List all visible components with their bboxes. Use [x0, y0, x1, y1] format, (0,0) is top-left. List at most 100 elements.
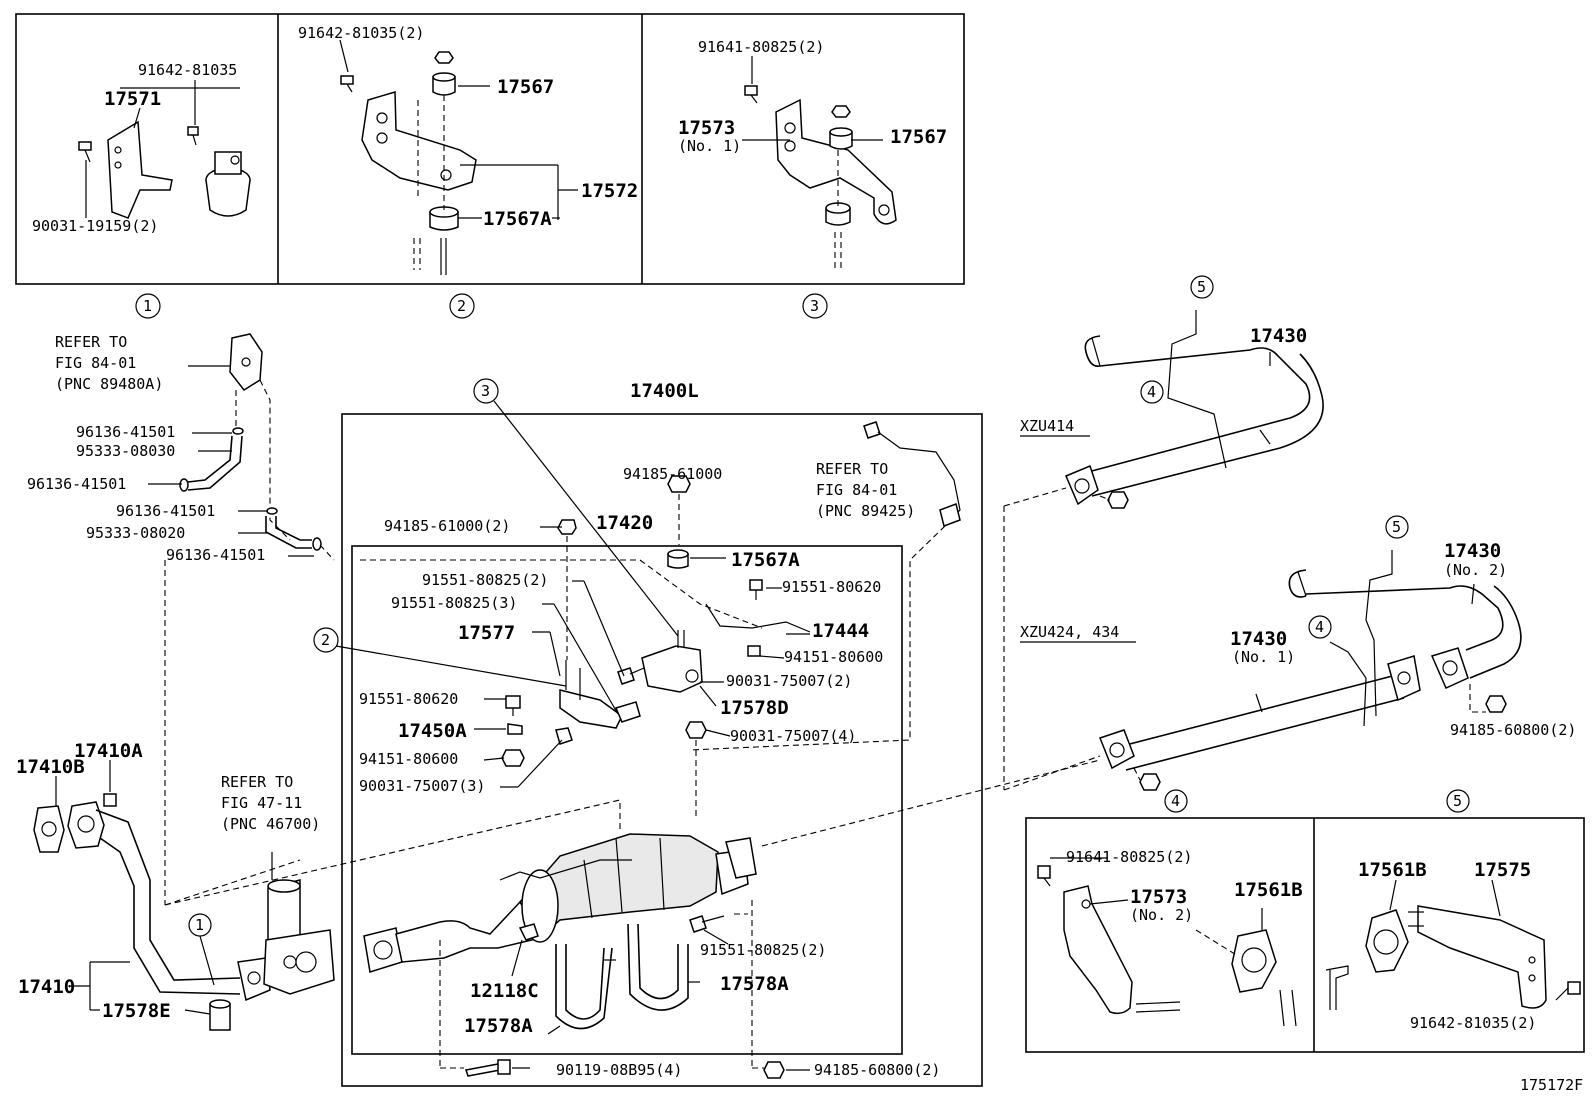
detail-2-parts [339, 39, 578, 275]
detail-3-parts [742, 56, 897, 272]
label-94185-60800-2a: 94185-60800(2) [814, 1061, 940, 1079]
detail-ref-4-b: 4 [1315, 618, 1324, 636]
label-12118C: 12118C [470, 980, 539, 1002]
label-94185-61000: 94185-61000 [623, 465, 722, 483]
label-17567A: 17567A [483, 208, 552, 230]
label-17572: 17572 [581, 180, 638, 202]
label-94185-60800-2b: 94185-60800(2) [1450, 721, 1576, 739]
label-17567: 17567 [497, 76, 554, 98]
label-17400L: 17400L [630, 380, 699, 402]
label-17578A-b: 17578A [464, 1015, 533, 1037]
detail-ref-5-bottom: 5 [1446, 789, 1470, 813]
front-pipe-17410: 1 [33, 760, 335, 1031]
label-17410A: 17410A [74, 740, 143, 762]
label-90031-75007-3: 90031-75007(3) [359, 777, 485, 795]
detail-ref-2: 2 [449, 293, 475, 319]
label-17571: 17571 [104, 88, 161, 110]
o2-sensor-lead [689, 421, 961, 751]
label-91641-80825-2b: 91641-80825(2) [1066, 848, 1192, 866]
label-17561B-a: 17561B [1234, 879, 1303, 901]
refer-fig-84-01-a-l2: FIG 84-01 [55, 354, 136, 372]
label-90031-75007-4: 90031-75007(4) [730, 727, 856, 745]
label-17573-no1: (No. 1) [678, 137, 741, 155]
center-bracket-parts: 3 2 [313, 378, 811, 820]
detail-panels-top [15, 13, 965, 285]
refer-fig-84-01-a-l3: (PNC 89480A) [55, 375, 163, 393]
label-94151-80600-b: 94151-80600 [359, 750, 458, 768]
detail-4-parts [1037, 857, 1297, 1027]
detail-panels-bottom [1025, 817, 1585, 1053]
label-17410B: 17410B [16, 756, 85, 778]
tail-pipe-xzu424: 5 4 [1003, 515, 1522, 791]
detail-ref-4-bottom: 4 [1164, 789, 1188, 813]
sensor-hose-assembly [148, 333, 335, 905]
refer-fig-84-01-b-l1: REFER TO [816, 460, 888, 478]
label-xzu424: XZU424, 434 [1020, 623, 1119, 641]
detail-ref-3: 3 [802, 293, 828, 319]
label-17450A: 17450A [398, 720, 467, 742]
detail-ref-3-center: 3 [481, 382, 490, 400]
label-xzu414: XZU414 [1020, 417, 1074, 435]
label-91551-80825-3: 91551-80825(3) [391, 594, 517, 612]
converter-assembly [164, 759, 1101, 1079]
label-17430-b: 17430 [1444, 540, 1501, 562]
label-91642-81035-2: 91642-81035(2) [298, 24, 424, 42]
label-17578D: 17578D [720, 697, 789, 719]
figure-id: 175172F [1520, 1076, 1583, 1094]
refer-fig-84-01-a-l1: REFER TO [55, 333, 127, 351]
label-96136-41501-a: 96136-41501 [76, 423, 175, 441]
label-91551-80620-b: 91551-80620 [359, 690, 458, 708]
label-17444: 17444 [812, 620, 869, 642]
label-17410: 17410 [18, 976, 75, 998]
label-94151-80600-a: 94151-80600 [784, 648, 883, 666]
label-17567A-b: 17567A [731, 549, 800, 571]
refer-fig-84-01-b-l2: FIG 84-01 [816, 481, 897, 499]
detail-ref-5-b: 5 [1392, 518, 1401, 536]
svg-text:3: 3 [810, 297, 819, 315]
label-17573-b: 17573 [1130, 886, 1187, 908]
refer-fig-47-11-l3: (PNC 46700) [221, 815, 320, 833]
label-91551-80825-2a: 91551-80825(2) [422, 571, 548, 589]
label-17575: 17575 [1474, 859, 1531, 881]
label-90119-08B95: 90119-08B95(4) [556, 1061, 682, 1079]
refer-fig-84-01-b-l3: (PNC 89425) [816, 502, 915, 520]
tail-pipe-xzu414: 5 4 [1003, 275, 1324, 790]
label-90031-19159: 90031-19159(2) [32, 217, 158, 235]
label-96136-41501-c: 96136-41501 [116, 502, 215, 520]
label-91641-80825-2: 91641-80825(2) [698, 38, 824, 56]
label-95333-08020: 95333-08020 [86, 524, 185, 542]
detail-ref-4-a: 4 [1147, 383, 1156, 401]
detail-ref-2-center: 2 [321, 631, 330, 649]
label-17578E: 17578E [102, 1000, 171, 1022]
label-17561B-b: 17561B [1358, 859, 1427, 881]
label-90031-75007-2: 90031-75007(2) [726, 672, 852, 690]
detail-5-parts [1325, 879, 1581, 1010]
detail-ref-5-a: 5 [1197, 278, 1206, 296]
detail-ref-1: 1 [135, 293, 161, 319]
label-17420: 17420 [596, 512, 653, 534]
label-94185-61000-2: 94185-61000(2) [384, 517, 510, 535]
label-91551-80620-a: 91551-80620 [782, 578, 881, 596]
svg-text:5: 5 [1453, 792, 1462, 810]
svg-text:2: 2 [457, 297, 466, 315]
svg-text:4: 4 [1171, 792, 1180, 810]
refer-fig-47-11-l2: FIG 47-11 [221, 794, 302, 812]
label-17573-no2: (No. 2) [1130, 906, 1193, 924]
label-17573: 17573 [678, 117, 735, 139]
refer-fig-47-11-l1: REFER TO [221, 773, 293, 791]
label-17430-no1: (No. 1) [1232, 648, 1295, 666]
label-96136-41501-b: 96136-41501 [27, 475, 126, 493]
label-17567-b: 17567 [890, 126, 947, 148]
assembly-17400L-frame [341, 413, 983, 1087]
label-17578A-a: 17578A [720, 973, 789, 995]
label-91642-81035: 91642-81035 [138, 61, 237, 79]
label-17430-c: 17430 [1230, 628, 1287, 650]
label-91551-80825-2b: 91551-80825(2) [700, 941, 826, 959]
detail-1-parts [78, 80, 251, 219]
detail-ref-1-pipe: 1 [195, 916, 204, 934]
label-17430-a: 17430 [1250, 325, 1307, 347]
svg-text:1: 1 [143, 297, 152, 315]
label-17430-no2: (No. 2) [1444, 561, 1507, 579]
label-91642-81035-2b: 91642-81035(2) [1410, 1014, 1536, 1032]
